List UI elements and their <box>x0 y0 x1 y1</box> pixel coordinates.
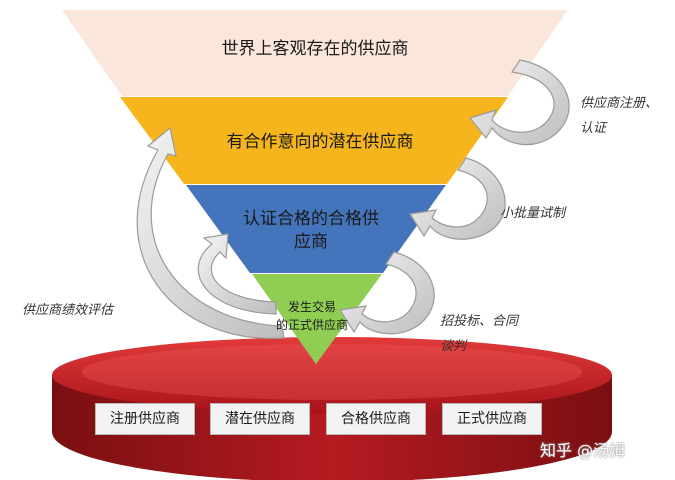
tier-qualified-suppliers-label: 认证合格的合格供 应商 <box>222 208 400 254</box>
tier-1-band <box>62 10 568 96</box>
register-arrow <box>468 59 570 146</box>
watermark: 知乎 @汤姆 <box>540 441 626 460</box>
tier-4-band <box>252 274 382 364</box>
tier-3-line-2: 应商 <box>294 231 328 252</box>
bid-note-line-2: 谈判 <box>440 338 467 354</box>
bid-note: 招投标、合同 谈判 <box>440 310 550 359</box>
tier-2-band <box>120 97 508 184</box>
trial-note: 小批量试制 <box>500 206 566 221</box>
stage-registered-box: 注册供应商 <box>95 403 195 435</box>
tier-4-line-1: 发生交易 <box>287 300 336 314</box>
register-note: 供应商注册、 认证 <box>580 92 672 141</box>
stage-potential-box: 潜在供应商 <box>210 403 310 435</box>
trial-arrow <box>409 157 506 240</box>
evaluation-note: 供应商绩效评估 <box>22 303 114 318</box>
tier-3-band <box>186 185 446 273</box>
bid-note-line-1: 招投标、合同 <box>440 314 519 329</box>
tier-formal-suppliers-label: 发生交易 的正式供应商 <box>258 298 366 334</box>
stage-qualified-box: 合格供应商 <box>326 403 426 435</box>
register-note-line-2: 认证 <box>580 120 607 136</box>
register-note-line-1: 供应商注册、 <box>580 96 659 111</box>
bid-arrow <box>339 251 435 335</box>
evaluation-arrow <box>136 126 285 339</box>
tier-existing-suppliers-label: 世界上客观存在的供应商 <box>221 39 409 59</box>
platform-top <box>52 337 612 413</box>
tier-3-line-1: 认证合格的合格供 <box>243 209 379 229</box>
tier-potential-suppliers-label: 有合作意向的潜在供应商 <box>226 132 414 152</box>
tier-4-line-2: 的正式供应商 <box>275 318 348 332</box>
stage-formal-box: 正式供应商 <box>442 403 542 435</box>
